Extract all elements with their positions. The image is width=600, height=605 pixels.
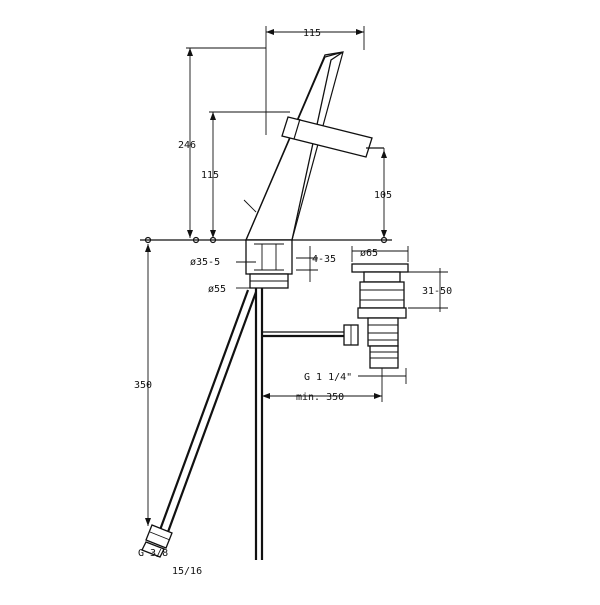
popup-rod — [262, 324, 359, 346]
dim-base-width: ø55 — [208, 284, 226, 295]
dim-spout-reach: 115 — [303, 28, 321, 39]
dim-handle-drop: 105 — [374, 190, 392, 201]
drain-assembly — [351, 263, 409, 369]
supply-rod — [254, 288, 264, 560]
dim-deck-thickness: 4-35 — [312, 254, 336, 265]
dim-supply-length: 350 — [134, 380, 152, 391]
dim-hose-thread: G 3/8 — [138, 548, 168, 559]
dim-spout-height: 115 — [201, 170, 219, 181]
dim-overall-height: 246 — [178, 140, 196, 151]
dim-hose-fitting: 15/16 — [172, 566, 202, 577]
faucet-base — [245, 239, 293, 289]
dim-drain-diameter: ø65 — [360, 248, 378, 259]
dim-drain-offset: min. 350 — [296, 392, 344, 403]
dimension-labels: 115 246 115 105 ø35-5 4-35 ø55 ø65 31-50… — [134, 28, 452, 577]
dimension-lines — [145, 26, 448, 526]
dim-hole-diameter: ø35-5 — [190, 257, 220, 268]
faucet-body — [245, 51, 384, 241]
dim-drain-thread: G 1 1/4" — [304, 372, 352, 383]
flexible-hose — [141, 289, 258, 558]
dim-drain-height: 31-50 — [422, 286, 452, 297]
